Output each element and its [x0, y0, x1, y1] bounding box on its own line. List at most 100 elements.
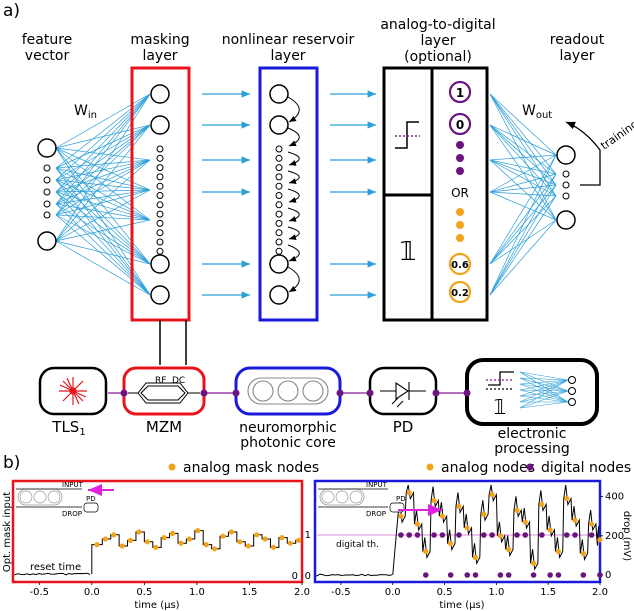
left-ylabel: Opt. mask input	[2, 492, 13, 572]
left-inset-device-icon: INPUT DROP PD	[16, 481, 114, 518]
digital-node-point	[506, 572, 512, 578]
w-in-wire	[56, 125, 150, 241]
reservoir-node-small	[276, 155, 282, 161]
analog-mask-node-point	[288, 541, 293, 546]
digital-node-point	[398, 532, 404, 538]
w-out-label: Wout	[522, 103, 552, 121]
mask-node-small	[157, 239, 163, 245]
digital-node-point	[547, 572, 553, 578]
right-legend-digital: digital nodes	[541, 460, 631, 476]
w-in-wire	[56, 180, 150, 220]
digital-node-point	[406, 532, 412, 538]
x-tick-label: 1.0	[189, 587, 205, 598]
reservoir-node-small	[276, 174, 282, 180]
x-tick-label: 0.5	[437, 587, 453, 598]
analog-mask-node-point	[279, 535, 284, 540]
reservoir-node-small	[276, 193, 282, 199]
training-label: training	[598, 117, 634, 152]
left-legend: analog mask nodes	[183, 460, 319, 476]
reservoir-coupling-arrows	[288, 97, 299, 292]
svg-text:0: 0	[456, 118, 464, 132]
reservoir-layer-nodes	[270, 85, 288, 304]
threshold-label: digital th.	[336, 540, 379, 550]
reservoir-arc	[288, 128, 299, 146]
rf-label: RF	[155, 376, 166, 386]
header-adc-1: analog-to-digital	[380, 17, 495, 33]
electronic-label-2: processing	[494, 441, 569, 457]
digital-node-point	[597, 572, 603, 578]
digital-node-point	[489, 532, 495, 538]
analog-node-point	[440, 514, 445, 519]
digital-node-point	[572, 532, 578, 538]
digital-node-point	[581, 572, 587, 578]
analog-mask-node-point	[237, 539, 242, 544]
w-out-wire	[490, 125, 556, 155]
core-label-1: neuromorphic	[239, 420, 337, 436]
header-masking-1: masking	[130, 32, 189, 48]
reservoir-node-small	[276, 239, 282, 245]
masking-layer-nodes	[151, 85, 169, 304]
x-tick-label: 0.5	[136, 587, 152, 598]
analog-node-point	[498, 533, 503, 538]
w-out-wire	[490, 155, 556, 160]
svg-text:𝟙: 𝟙	[400, 237, 417, 267]
analog-node-point	[564, 496, 569, 501]
reservoir-node-small	[276, 165, 282, 171]
analog-mask-node-point	[262, 536, 267, 541]
mask-node-small	[157, 165, 163, 171]
digital-node-point	[456, 532, 462, 538]
adc-analog-values: 0.6 0.2	[450, 208, 470, 302]
left-ytick-0: 0	[292, 571, 298, 582]
analog-mask-node-point	[153, 545, 158, 550]
reservoir-layer-box	[260, 68, 317, 320]
reservoir-node-small	[276, 183, 282, 189]
digital-node-point	[473, 572, 479, 578]
analog-node-point	[514, 508, 519, 513]
x-tick-label: 0.0	[385, 587, 401, 598]
w-in-wire	[56, 241, 150, 264]
header-readout-2: layer	[559, 48, 594, 64]
mask-node	[151, 255, 169, 273]
w-out-wire	[490, 185, 556, 295]
step-function-icon	[395, 122, 420, 148]
header-reservoir-1: nonlinear reservoir	[222, 32, 355, 48]
analog-mask-node-point	[128, 538, 133, 543]
feature-vector-nodes	[38, 139, 56, 250]
digital-node-point	[415, 532, 421, 538]
reservoir-node-small	[276, 220, 282, 226]
mzm-box	[124, 368, 204, 414]
header-masking-2: layer	[142, 48, 177, 64]
analog-mask-node-point	[229, 529, 234, 534]
reservoir-arc	[288, 208, 299, 221]
analog-mask-node-point	[136, 529, 141, 534]
w-out-wire	[490, 174, 556, 295]
right-xlabel: time (μs)	[439, 600, 484, 611]
analog-mask-node-point	[111, 532, 116, 537]
svg-text:DROP: DROP	[366, 510, 386, 518]
w-out-wire	[490, 160, 556, 185]
reservoir-node-small	[276, 202, 282, 208]
analog-node-point	[465, 525, 470, 530]
analog-mask-node-point	[187, 536, 192, 541]
w-out-wire	[490, 174, 556, 264]
svg-text:PD: PD	[396, 495, 406, 503]
analog-mask-node-point	[162, 535, 167, 540]
analog-mask-node-point	[103, 536, 108, 541]
adc-digital-values: 1 0 OR	[450, 82, 470, 200]
x-tick-label: 1.0	[488, 587, 504, 598]
analog-node-point	[407, 490, 412, 495]
training-feedback-arrow: training	[566, 117, 634, 185]
w-in-label: Win	[74, 103, 97, 121]
reservoir-arc	[288, 171, 299, 183]
mask-node	[151, 85, 169, 103]
w-in-wire	[56, 94, 150, 148]
digital-node-point	[431, 532, 437, 538]
digital-node-point	[556, 572, 562, 578]
mask-node-small	[157, 146, 163, 152]
right-ylabel: drop (mV)	[621, 511, 632, 561]
analog-node-point	[506, 547, 511, 552]
analog-mask-node-point	[195, 528, 200, 533]
identity-function-icon: 𝟙	[400, 237, 417, 267]
panel-a-label: a)	[3, 1, 20, 21]
mask-node-small	[157, 155, 163, 161]
